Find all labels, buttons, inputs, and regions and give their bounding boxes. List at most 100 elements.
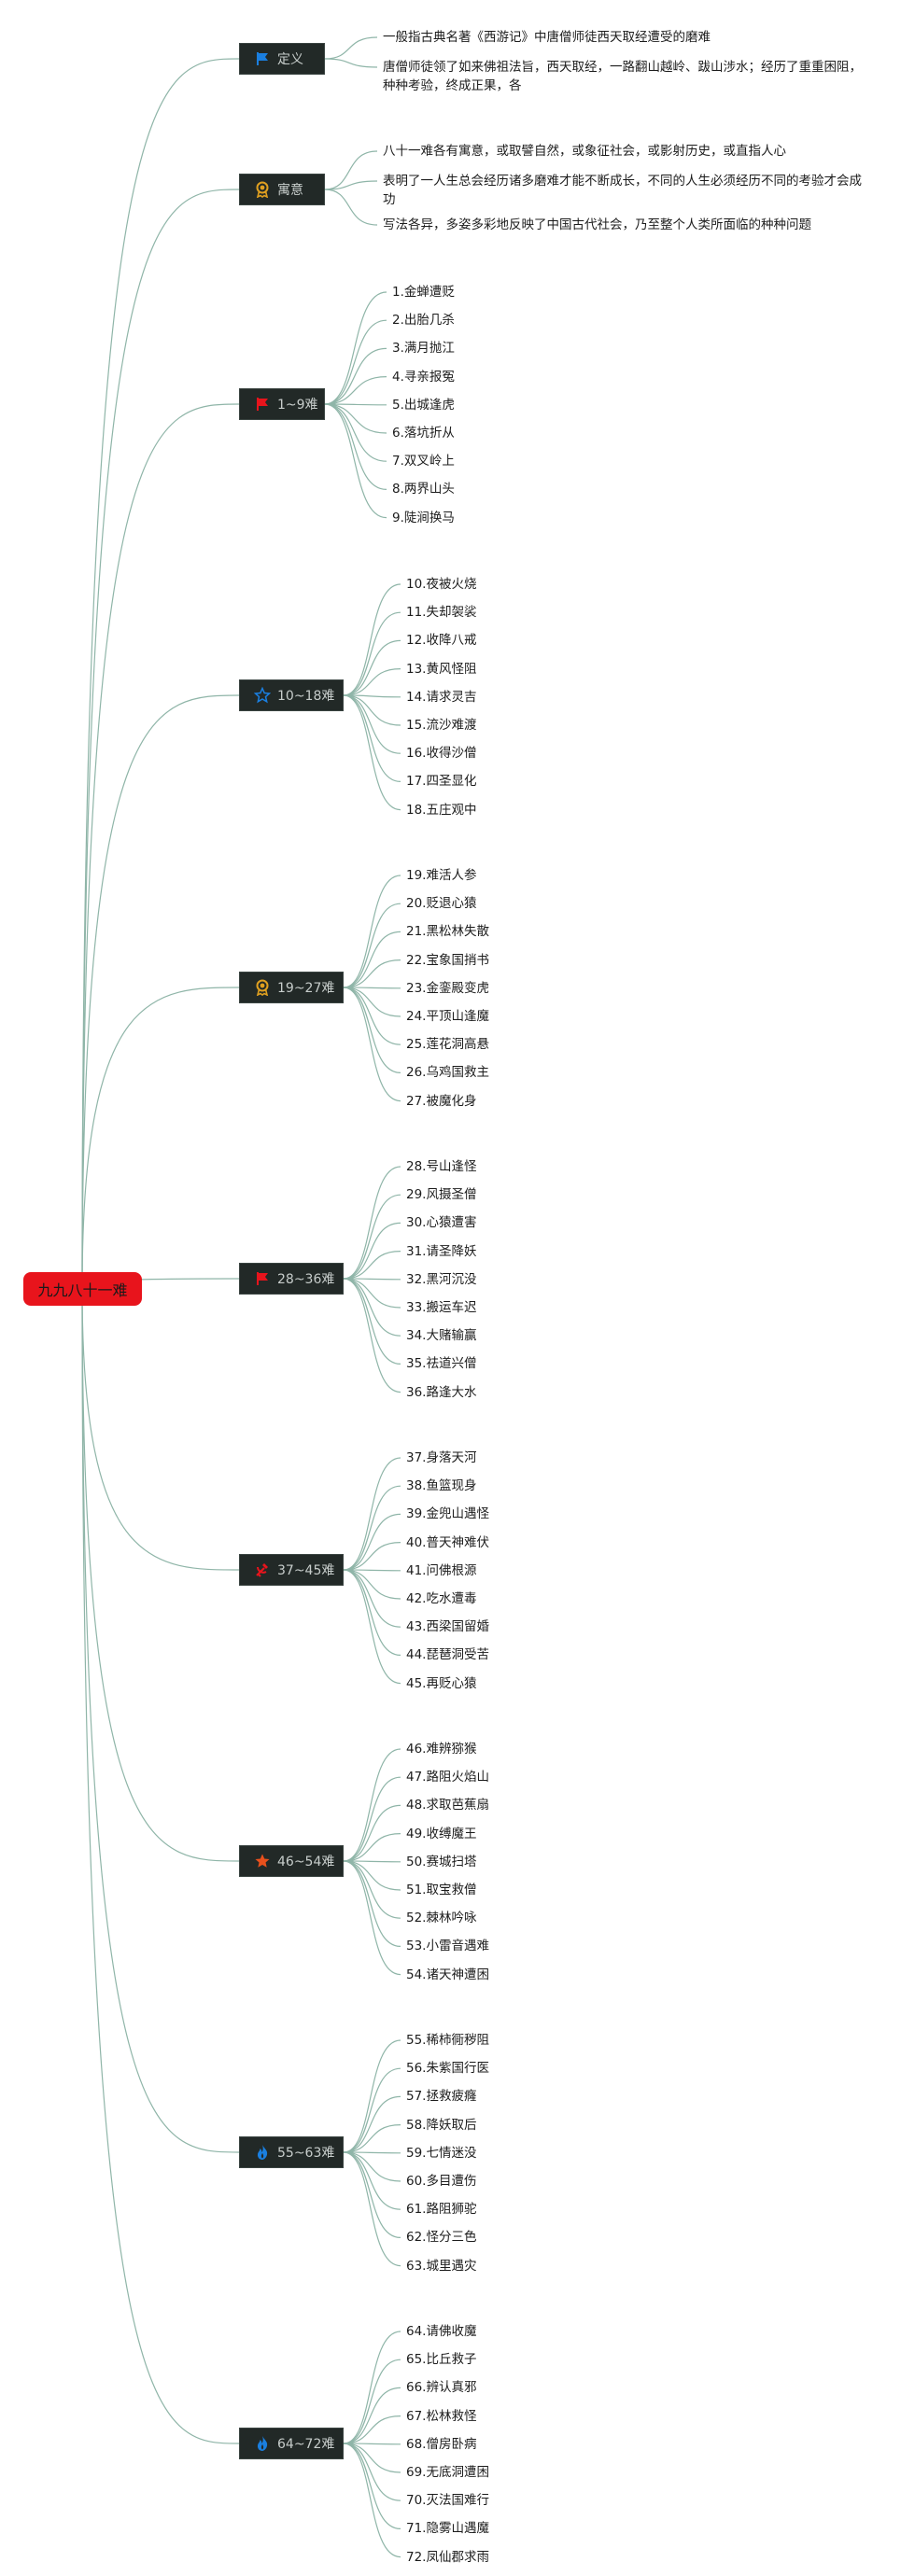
leaf-item[interactable]: 9.陡涧换马	[392, 510, 455, 525]
leaf-item[interactable]: 60.多目遭伤	[406, 2174, 477, 2189]
leaf-item[interactable]: 71.隐雾山遇魔	[406, 2521, 489, 2537]
branch-node[interactable]: 寓意	[239, 174, 325, 205]
star-outline-icon	[253, 686, 272, 705]
leaf-item[interactable]: 59.七情迷没	[406, 2145, 477, 2161]
leaf-item[interactable]: 40.普天神难伏	[406, 1534, 489, 1550]
leaf-item[interactable]: 6.落坑折从	[392, 426, 455, 441]
leaf-item[interactable]: 36.路逢大水	[406, 1384, 477, 1400]
connector-line	[343, 1860, 401, 1976]
leaf-item[interactable]: 38.鱼篮现身	[406, 1478, 477, 1494]
branch-label: 46~54难	[277, 1855, 335, 1869]
leaf-item[interactable]: 49.收缚魔王	[406, 1826, 477, 1841]
leaf-item[interactable]: 10.夜被火烧	[406, 577, 477, 592]
leaf-item[interactable]: 56.朱紫国行医	[406, 2061, 489, 2077]
leaf-item[interactable]: 48.求取芭蕉扇	[406, 1798, 489, 1813]
connector-line	[343, 2387, 401, 2444]
leaf-item[interactable]: 29.风摄圣僧	[406, 1187, 477, 1203]
leaf-item[interactable]: 23.金銮殿变虎	[406, 980, 489, 996]
leaf-item[interactable]: 写法各异，多姿多彩地反映了中国古代社会，乃至整个人类所面临的种种问题	[383, 217, 811, 232]
branch-node[interactable]: 37~45难	[239, 1554, 344, 1586]
leaf-item[interactable]: 19.难活人参	[406, 868, 477, 883]
leaf-item[interactable]: 41.问佛根源	[406, 1562, 477, 1578]
leaf-item[interactable]: 65.比丘救子	[406, 2352, 477, 2368]
leaf-item[interactable]: 20.贬退心猿	[406, 896, 477, 912]
leaf-item[interactable]: 4.寻亲报冤	[392, 369, 455, 385]
leaf-item[interactable]: 67.松林救怪	[406, 2408, 477, 2424]
leaf-item[interactable]: 42.吃水遭毒	[406, 1591, 477, 1606]
connector-line	[343, 987, 401, 1102]
branch-node[interactable]: 定义	[239, 43, 325, 75]
branch-node[interactable]: 10~18难	[239, 679, 344, 711]
connector-line	[343, 1278, 401, 1281]
connector-line	[343, 2359, 401, 2444]
leaf-item[interactable]: 66.辨认真邪	[406, 2380, 477, 2396]
leaf-item[interactable]: 72.凤仙郡求雨	[406, 2549, 489, 2565]
leaf-item[interactable]: 45.再贬心猿	[406, 1675, 477, 1691]
leaf-item[interactable]: 33.搬运车迟	[406, 1300, 477, 1315]
branch-node[interactable]: 64~72难	[239, 2428, 344, 2459]
connector-line	[343, 1860, 401, 1919]
leaf-item[interactable]: 8.两界山头	[392, 482, 455, 497]
leaf-item[interactable]: 53.小雷音遇难	[406, 1939, 489, 1954]
leaf-item[interactable]: 50.赛城扫塔	[406, 1854, 477, 1869]
leaf-item[interactable]: 唐僧师徒领了如来佛祖法旨，西天取经，一路翻山越岭、跋山涉水；经历了重重困阻，种种…	[383, 60, 862, 93]
leaf-item[interactable]: 28.号山逢怪	[406, 1159, 477, 1174]
connector-line	[343, 2443, 401, 2473]
leaf-item[interactable]: 21.黑松林失散	[406, 924, 489, 940]
leaf-item[interactable]: 11.失却袈裟	[406, 605, 477, 621]
connector-line	[343, 2067, 401, 2153]
root-node[interactable]: 九九八十一难	[23, 1272, 142, 1306]
leaf-item[interactable]: 12.收降八戒	[406, 633, 477, 649]
branch-node[interactable]: 28~36难	[239, 1263, 344, 1295]
leaf-item[interactable]: 30.心猿遭害	[406, 1215, 477, 1231]
leaf-item[interactable]: 70.灭法国难行	[406, 2493, 489, 2509]
branch-node[interactable]: 1~9难	[239, 388, 325, 420]
leaf-item[interactable]: 57.拯救疲癃	[406, 2089, 477, 2105]
leaf-item[interactable]: 27.被魔化身	[406, 1093, 477, 1109]
leaf-item[interactable]: 八十一难各有寓意，或取譬自然，或象征社会，或影射历史，或直指人心	[383, 144, 786, 159]
leaf-item[interactable]: 25.莲花洞高悬	[406, 1037, 489, 1053]
leaf-item[interactable]: 64.请佛收魔	[406, 2324, 477, 2339]
leaf-item[interactable]: 68.僧房卧病	[406, 2436, 477, 2452]
branch-node[interactable]: 55~63难	[239, 2136, 344, 2168]
leaf-item[interactable]: 43.西梁国留婚	[406, 1619, 489, 1635]
leaf-item[interactable]: 32.黑河沉没	[406, 1271, 477, 1287]
leaf-item[interactable]: 37.身落天河	[406, 1450, 477, 1465]
leaf-item[interactable]: 24.平顶山逢魔	[406, 1009, 489, 1024]
leaf-item[interactable]: 2.出胎几杀	[392, 313, 455, 329]
branch-node[interactable]: 19~27难	[239, 972, 344, 1003]
leaf-item[interactable]: 18.五庄观中	[406, 802, 477, 818]
leaf-item[interactable]: 一般指古典名著《西游记》中唐僧师徒西天取经遭受的磨难	[383, 30, 711, 45]
leaf-item[interactable]: 5.出城逢虎	[392, 397, 455, 413]
leaf-item[interactable]: 1.金蝉遭贬	[392, 285, 455, 300]
leaf-item[interactable]: 22.宝象国捎书	[406, 952, 489, 968]
leaf-item[interactable]: 7.双叉岭上	[392, 454, 455, 469]
leaf-item[interactable]: 51.取宝救僧	[406, 1883, 477, 1897]
leaf-item[interactable]: 69.无底洞遭困	[406, 2465, 489, 2480]
connector-line	[343, 903, 401, 988]
branch-node[interactable]: 46~54难	[239, 1845, 344, 1877]
leaf-item[interactable]: 31.请圣降妖	[406, 1243, 477, 1259]
leaf-item[interactable]: 44.琵琶洞受苦	[406, 1647, 489, 1663]
leaf-item[interactable]: 13.黄风怪阻	[406, 661, 477, 677]
leaf-item[interactable]: 表明了一人生总会经历诸多磨难才能不断成长，不同的人生必须经历不同的考验才会成功	[383, 174, 862, 207]
leaf-item[interactable]: 54.诸天神遭困	[406, 1967, 489, 1982]
leaf-item[interactable]: 34.大赌输赢	[406, 1328, 477, 1344]
leaf-item[interactable]: 47.路阻火焰山	[406, 1770, 489, 1785]
leaf-item[interactable]: 62.怪分三色	[406, 2230, 477, 2246]
leaf-item[interactable]: 3.满月抛江	[392, 341, 455, 357]
leaf-item[interactable]: 55.稀柿衕秽阻	[406, 2033, 489, 2048]
leaf-item[interactable]: 39.金兜山遇怪	[406, 1506, 489, 1522]
leaf-item[interactable]: 52.棘林吟咏	[406, 1911, 477, 1926]
leaf-item[interactable]: 15.流沙难渡	[406, 718, 477, 733]
leaf-item[interactable]: 61.路阻狮驼	[406, 2202, 477, 2218]
leaf-item[interactable]: 14.请求灵吉	[406, 689, 477, 705]
leaf-item[interactable]: 17.四圣显化	[406, 774, 477, 790]
connector-line	[343, 1804, 401, 1862]
leaf-item[interactable]: 16.收得沙僧	[406, 746, 477, 762]
leaf-item[interactable]: 26.乌鸡国救主	[406, 1065, 489, 1081]
leaf-item[interactable]: 35.祛道兴僧	[406, 1356, 477, 1372]
leaf-item[interactable]: 58.降妖取后	[406, 2117, 477, 2133]
leaf-item[interactable]: 63.城里遇灾	[406, 2258, 477, 2274]
leaf-item[interactable]: 46.难辨猕猴	[406, 1742, 477, 1757]
